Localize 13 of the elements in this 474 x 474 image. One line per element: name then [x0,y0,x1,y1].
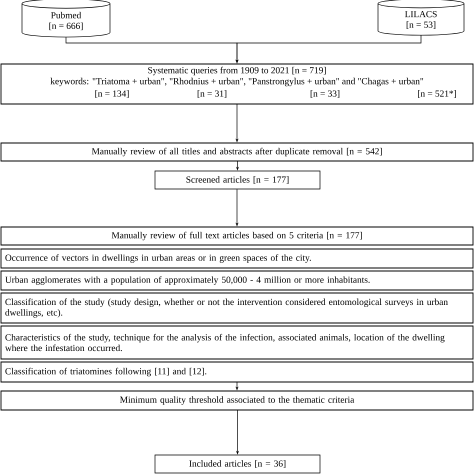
criterion-box: Classification of the study (study design, whether or not the intervention considered entomological surveys in urban dwellings, etc). [0,292,474,324]
process-box: Minimum quality threshold associated to the thematic criteria [0,390,474,410]
database-cylinder: LILACS [n = 53] [378,0,464,36]
database-cylinder: Pubmed [n = 666] [22,0,110,38]
process-box: Manually review of full text articles based on 5 criteria [n = 177] [0,226,474,246]
query-box: Systematic queries from 1909 to 2021 [n = 719] keywords: "Triatoma + urban", "Rhodnius + urban", "Panstrongylus + urban" and "Chagas + urban" [n = 134] [n = 31] [n = 33] [n = 521*] [0,64,474,104]
process-box: Included articles [n = 36] [154,454,320,474]
process-box: Screened articles [n = 177] [154,170,320,190]
criterion-box: Characteristics of the study, technique for the analysis of the infection, associated animals, location of the dwelling where the infestation occurred. [0,326,474,360]
criterion-box: Occurrence of vectors in dwellings in urban areas or in green spaces of the city. [0,248,474,268]
criterion-box: Urban agglomerates with a population of approximately 50,000 - 4 million or more inhabitants. [0,270,474,290]
process-box: Manually review of all titles and abstracts after duplicate removal [n = 542] [0,142,474,162]
criterion-box: Classification of triatomines following [11] and [12]. [0,362,474,382]
